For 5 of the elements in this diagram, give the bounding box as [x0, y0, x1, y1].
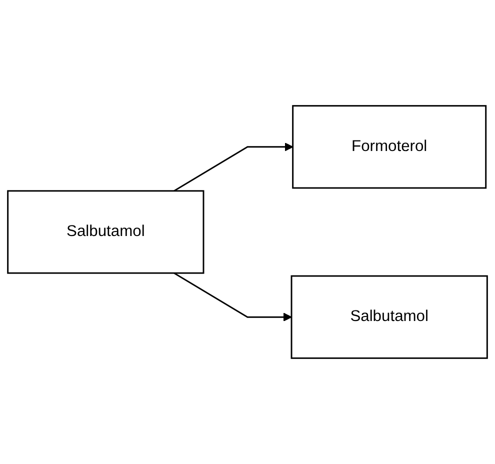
node-box: Salbutamol: [7, 190, 204, 274]
arrow: [174, 142, 294, 192]
node-box: Formoterol: [292, 105, 487, 189]
node-box: Salbutamol: [290, 275, 488, 359]
arrow: [174, 272, 292, 322]
